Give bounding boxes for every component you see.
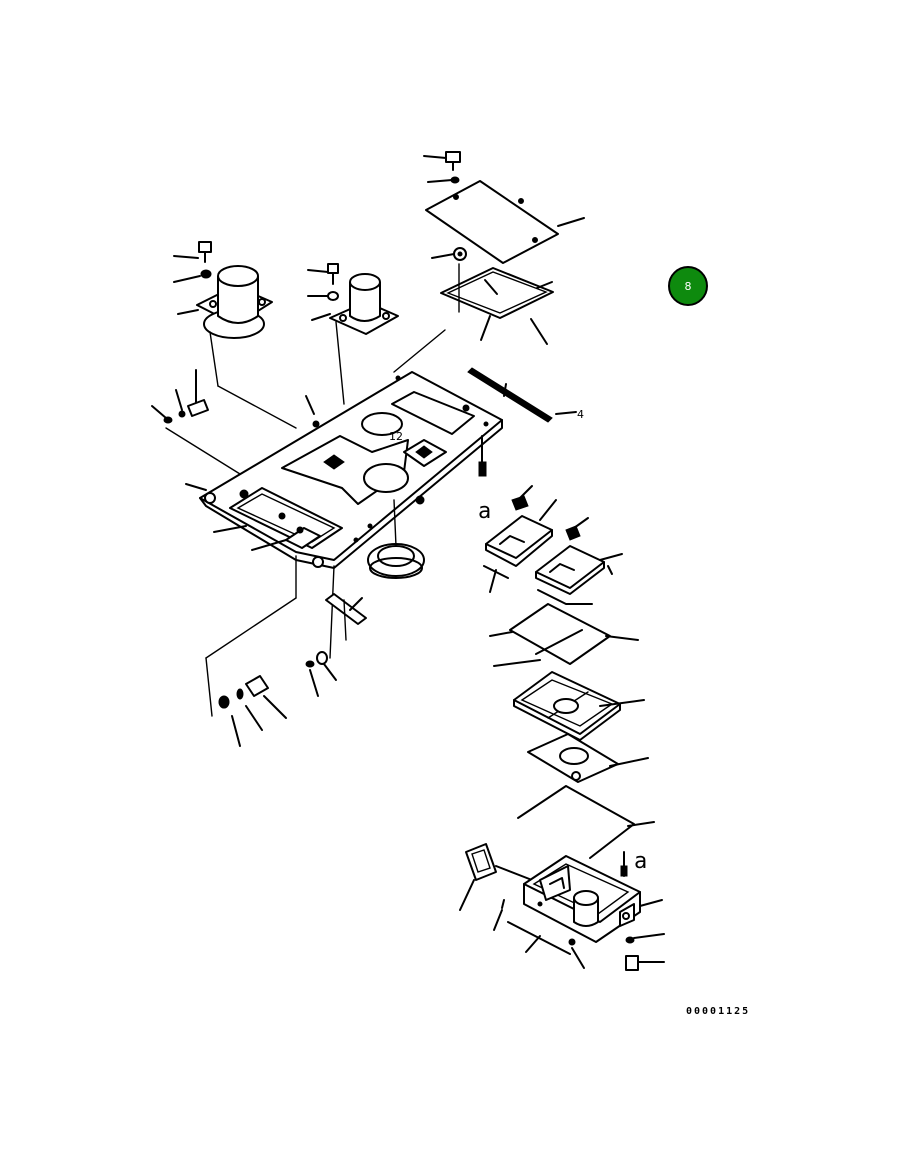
round-hole-plate — [527, 733, 649, 783]
page-badge: 8 — [668, 266, 708, 306]
side-bolts-left — [151, 369, 241, 475]
filter-housing-right — [307, 263, 399, 405]
rod-item-4: 4 — [467, 367, 584, 423]
ref-a-upper: a — [478, 499, 491, 524]
top-bolt — [445, 151, 461, 163]
plate-mark: 12 — [389, 430, 403, 443]
filter-housing-left — [173, 241, 297, 429]
long-gasket — [517, 785, 655, 859]
ref-a-upper-group: a — [478, 435, 491, 524]
square-gasket — [440, 267, 554, 319]
gasket-group — [393, 247, 554, 373]
small-covers-right — [483, 485, 623, 605]
slot-plate — [489, 603, 639, 667]
ref-a-lower: a — [634, 849, 647, 874]
drawing-code: 00001125 — [686, 1006, 750, 1017]
tray — [513, 671, 645, 741]
callout-4: 4 — [577, 408, 584, 421]
top-cover-group — [423, 151, 585, 264]
bottom-housing: a — [459, 843, 665, 971]
bolts-left-bottom — [205, 555, 367, 747]
round-seal — [367, 499, 425, 579]
top-cover-plate — [425, 180, 559, 264]
main-base-plate: 12 — [185, 371, 503, 569]
